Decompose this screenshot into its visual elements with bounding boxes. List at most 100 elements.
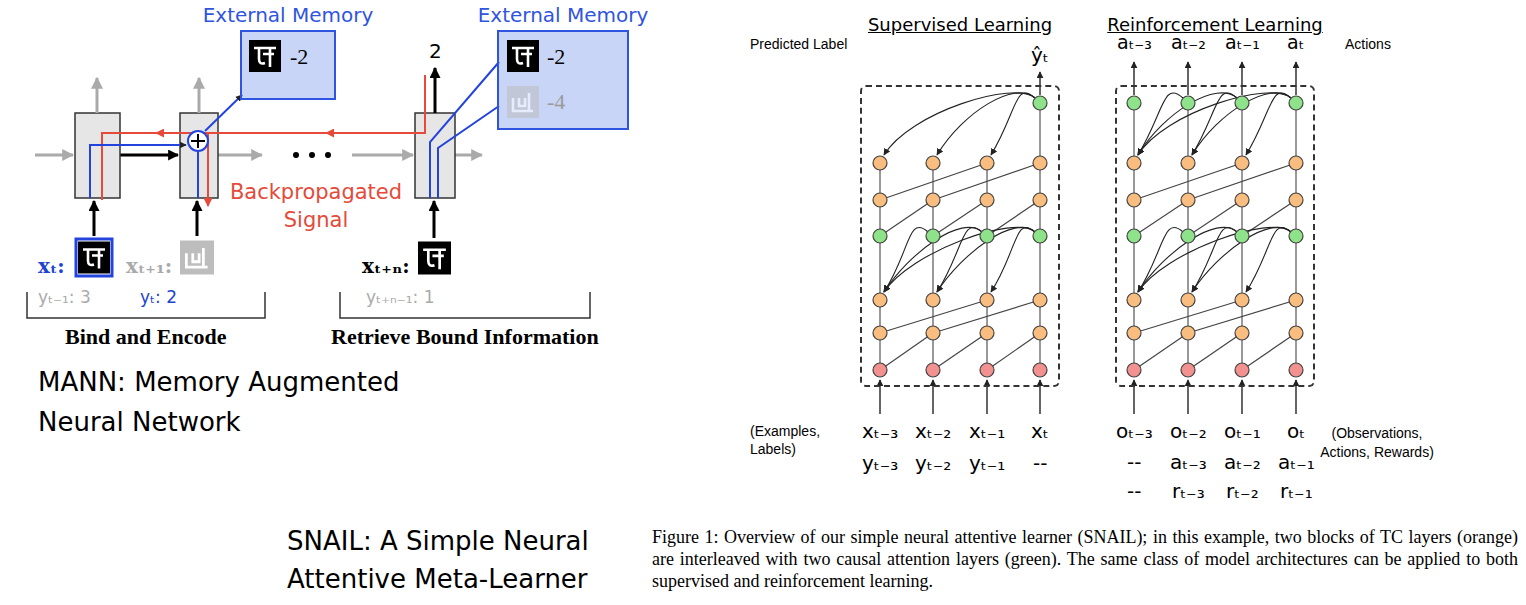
attention-unit <box>1181 229 1195 243</box>
dilated-link <box>987 333 1040 370</box>
input-label: xₜ₊ₙ: <box>362 255 410 278</box>
input-unit <box>926 363 940 377</box>
recurrent-arrow <box>352 154 413 157</box>
input-symbol: yₜ₋₃ <box>862 452 898 475</box>
attention-unit <box>1127 229 1141 243</box>
write-path <box>197 152 199 198</box>
attention-unit <box>1033 229 1047 243</box>
ellipsis-dot <box>309 152 315 158</box>
input-label: xₜ₊₁: <box>126 255 172 278</box>
attention-unit <box>980 229 994 243</box>
output-arrow <box>198 78 201 113</box>
recurrent-arrow <box>455 154 482 157</box>
input-label: xₜ: <box>38 255 65 278</box>
output-arrow <box>1039 72 1040 95</box>
attention-arrow <box>1138 93 1291 155</box>
input-unit <box>1181 363 1195 377</box>
output-arrow <box>1241 62 1242 95</box>
tc-unit <box>1181 156 1195 170</box>
input-arrow <box>433 201 436 238</box>
attention-unit <box>1235 96 1249 110</box>
output-value: 2 <box>429 40 442 63</box>
tc-unit <box>873 326 887 340</box>
character-image <box>507 40 539 72</box>
tc-unit <box>1289 193 1303 207</box>
label-value: yₜ: 2 <box>140 288 177 308</box>
panel-title: SNAIL: A Simple Neural Attentive Meta-Le… <box>287 522 667 598</box>
rnn-cell <box>180 113 218 198</box>
character-image <box>418 242 451 275</box>
tc-unit <box>980 293 994 307</box>
memory-value: -2 <box>290 44 308 69</box>
tc-unit <box>1181 293 1195 307</box>
side-note: (Observations, Actions, Rewards) <box>1320 424 1435 462</box>
action-symbol: aₜ₋₁ <box>1225 32 1260 54</box>
layer-link <box>1187 103 1188 163</box>
input-symbol: oₜ₋₂ <box>1170 420 1207 443</box>
input-symbol: -- <box>1033 452 1047 475</box>
input-symbol: aₜ₋₁ <box>1278 451 1315 474</box>
side-note: Predicted Label <box>750 36 847 52</box>
action-symbol: aₜ₋₃ <box>1117 32 1152 54</box>
input-symbol: yₜ₋₁ <box>969 452 1005 475</box>
model-block: Reinforcement Learning <box>1115 85 1315 387</box>
attention-unit <box>1181 96 1195 110</box>
layer-link <box>1133 103 1134 163</box>
tc-unit <box>1127 293 1141 307</box>
tc-unit <box>1289 326 1303 340</box>
recurrent-arrow <box>218 154 262 157</box>
tc-unit <box>1033 156 1047 170</box>
tc-unit <box>1235 156 1249 170</box>
input-arrow <box>196 201 199 236</box>
recurrent-arrow <box>120 154 178 157</box>
tc-unit <box>1235 326 1249 340</box>
character-image <box>507 86 539 118</box>
panel-title: MANN: Memory Augmented Neural Network <box>38 362 438 442</box>
layer-link <box>1241 236 1242 300</box>
external-memory-box: External Memory-2 <box>240 30 336 100</box>
layer-link <box>1295 236 1296 300</box>
input-symbol: oₜ <box>1287 420 1305 443</box>
attention-arrow <box>1192 93 1291 155</box>
memory-value: -4 <box>547 89 565 114</box>
attention-arrow <box>884 227 1035 292</box>
input-symbol: aₜ₋₂ <box>1224 451 1261 474</box>
attention-arrow <box>884 227 982 292</box>
input-symbol: yₜ₋₂ <box>915 452 951 475</box>
figure-caption: Figure 1: Overview of our simple neural … <box>652 526 1518 592</box>
input-symbol: xₜ₋₂ <box>915 420 951 443</box>
highlight-frame <box>76 239 112 276</box>
input-symbol: oₜ₋₁ <box>1224 420 1261 443</box>
attention-unit <box>873 229 887 243</box>
attention-arrow <box>1246 227 1291 292</box>
input-symbol: rₜ₋₁ <box>1280 480 1313 503</box>
rnn-cell <box>75 113 120 198</box>
output-arrow <box>1295 62 1296 95</box>
attention-arrow <box>937 227 1035 292</box>
input-unit <box>1235 363 1249 377</box>
memory-value: -2 <box>547 44 565 69</box>
output-arrow <box>1187 62 1188 95</box>
input-arrow <box>93 201 96 236</box>
write-path <box>90 145 186 198</box>
tc-unit <box>1235 293 1249 307</box>
input-unit <box>980 363 994 377</box>
character-image <box>180 241 214 275</box>
label-value: yₜ₋₁: 3 <box>38 288 91 308</box>
tc-unit <box>1033 293 1047 307</box>
tc-unit <box>1127 156 1141 170</box>
label-value: yₜ₊ₙ₋₁: 1 <box>366 288 435 308</box>
tc-unit <box>1181 193 1195 207</box>
recurrent-arrow <box>35 154 73 157</box>
input-unit <box>873 363 887 377</box>
tc-unit <box>1289 293 1303 307</box>
attention-arrow <box>1138 227 1291 292</box>
tc-unit <box>1235 193 1249 207</box>
attention-unit <box>1033 96 1047 110</box>
output-arrow <box>1133 62 1134 95</box>
tc-unit <box>1033 326 1047 340</box>
dilated-link <box>1134 200 1188 236</box>
character-image <box>249 40 281 72</box>
input-symbol: xₜ <box>1031 420 1049 443</box>
input-symbol: rₜ₋₃ <box>1172 480 1205 503</box>
